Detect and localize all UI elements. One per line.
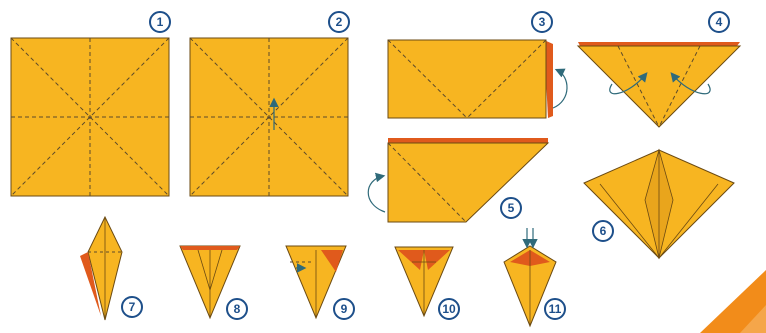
step-number-badge: 2 <box>328 11 350 33</box>
step-number-badge: 8 <box>226 298 248 320</box>
step-10-shape <box>394 246 454 318</box>
step-number-badge: 7 <box>121 296 143 318</box>
fold-arrow-icon <box>609 72 648 95</box>
step-1-square <box>10 37 170 197</box>
corner-accent-decoration <box>700 270 766 333</box>
fold-arrow-icon <box>670 72 711 95</box>
step-number-badge: 6 <box>592 220 614 242</box>
step-4-triangle <box>576 42 742 128</box>
fold-arrow-icon <box>552 68 568 109</box>
step-number-badge: 5 <box>500 197 522 219</box>
step-number-badge: 4 <box>708 11 730 33</box>
step-6-kite <box>583 148 735 260</box>
step-8-shape <box>179 245 241 320</box>
step-number-badge: 1 <box>149 11 171 33</box>
step-9-shape <box>285 245 347 320</box>
fold-arrow-icon <box>367 172 386 213</box>
step-number-badge: 3 <box>531 11 553 33</box>
step-5-shape <box>367 138 550 223</box>
step-3-rectangle <box>387 39 568 119</box>
step-number-badge: 10 <box>438 298 460 320</box>
step-number-badge: 9 <box>333 298 355 320</box>
step-2-square <box>189 37 349 197</box>
step-number-badge: 11 <box>544 298 566 320</box>
step-11-shape <box>503 228 557 328</box>
step-7-kite <box>80 215 123 321</box>
